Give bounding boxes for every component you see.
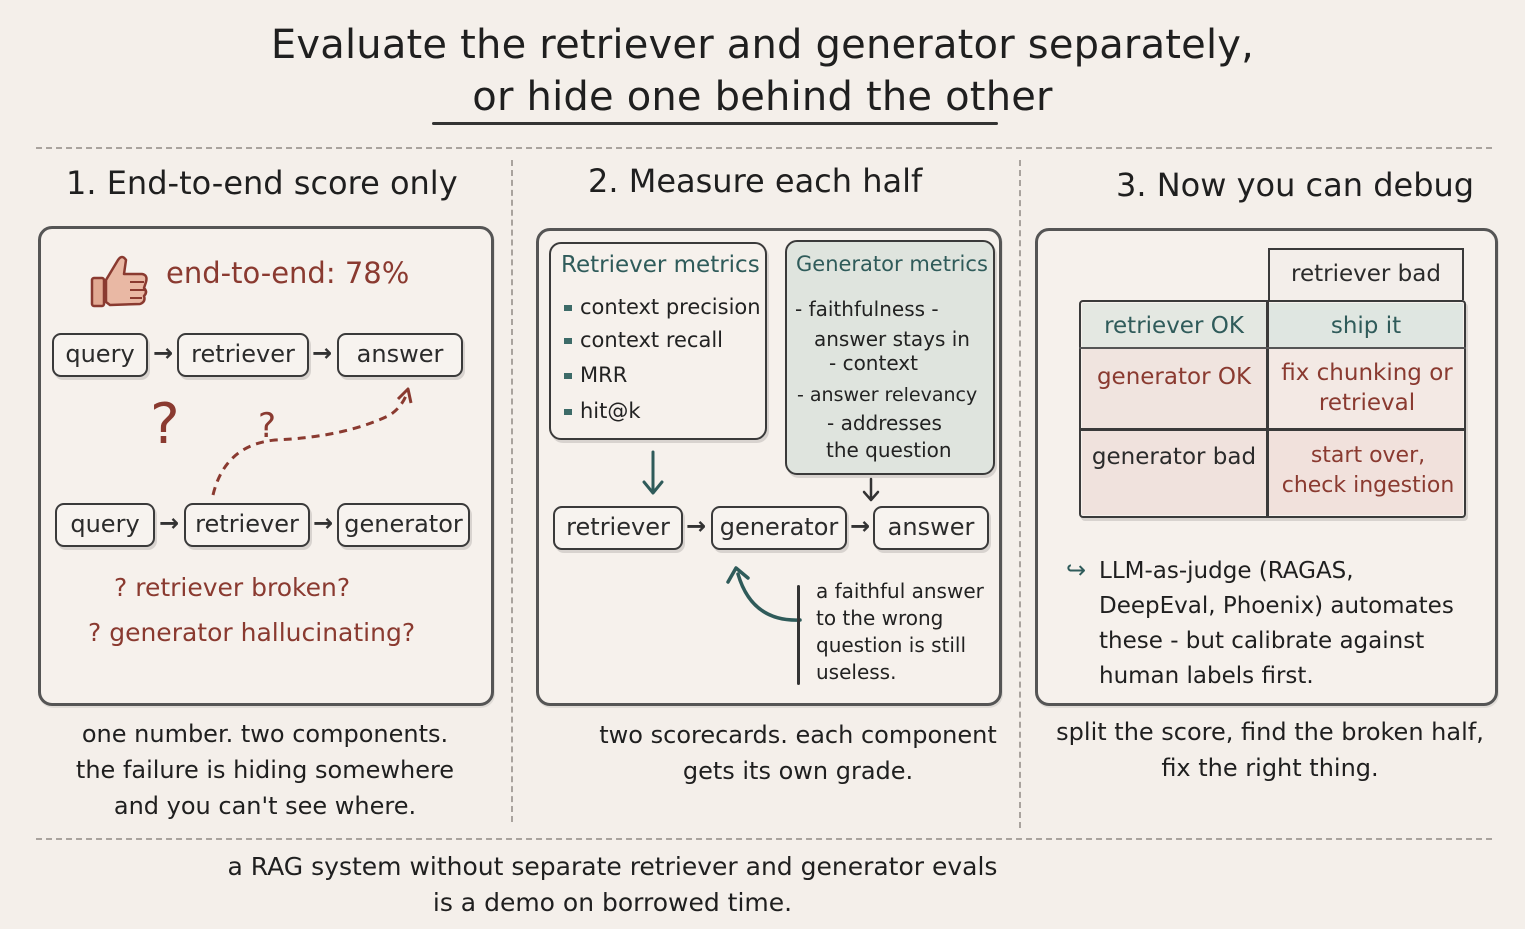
page-title: Evaluate the retriever and generator sep… [270,22,1255,68]
grid-line [1266,300,1269,518]
generator-metric-line: - addresses [827,411,942,435]
bottom-divider [36,838,1492,840]
metric-item: context precision [564,295,761,319]
grid-line [1079,347,1466,349]
grid-line [1079,428,1466,431]
column-3-heading: 3. Now you can debug [1116,166,1475,204]
grid-row-retriever-ok: retriever OK [1104,312,1244,339]
grid-cell-fix: fix chunking or retrieval [1281,360,1453,416]
cell-bg-red [1082,348,1266,428]
grid-cell-start-over: start over, check ingestion [1281,443,1455,498]
cell-bg-teal [1082,303,1266,348]
cell-bg-teal [1269,303,1463,348]
arrow-icon: → [159,509,180,537]
note-bracket [797,585,800,685]
hook-arrow-icon: ↪ [1066,556,1087,584]
column-3-caption: split the score, find the broken half, f… [1056,718,1484,782]
node-generator: generator [711,506,847,550]
question-retriever-broken: ? retriever broken? [114,573,351,602]
retriever-metrics-title: Retriever metrics [561,252,760,278]
question-mark-icon: ? [150,392,180,457]
column-1-heading: 1. End-to-end score only [66,164,458,202]
generator-metric-line: the question [826,438,952,462]
down-arrow-icon [642,450,664,495]
generator-metric-line: - answer relevancy [797,384,978,406]
grid-cell-ship-it: ship it [1330,312,1402,339]
faithful-answer-note: a faithful answer to the wrong question … [816,579,984,684]
grid-header-cell-bg [1268,248,1464,300]
generator-metric-line: - context [829,351,918,375]
node-query-top: query [52,333,148,377]
column-divider-2 [1019,160,1021,828]
question-generator-hallucinating: ? generator hallucinating? [88,618,416,647]
grid-row-generator-ok: generator OK [1096,364,1252,390]
arrow-icon: → [312,339,333,367]
metric-item: MRR [564,363,627,387]
generator-metrics-box [785,240,995,475]
generator-metric-line: - faithfulness - [795,297,939,321]
retriever-metrics-box [549,242,767,440]
node-query-bottom: query [55,503,155,547]
cell-bg-red [1269,348,1463,428]
arrow-icon: → [313,509,334,537]
dashed-curve-arrow [211,387,413,496]
arrow-icon: → [153,339,174,367]
end-to-end-score: end-to-end: 78% [166,256,410,290]
node-answer-top: answer [337,333,463,377]
thumbs-up-icon [90,255,148,308]
debug-grid [1079,300,1466,518]
page-subtitle: or hide one behind the other [472,74,1053,120]
llm-as-judge-note: LLM-as-judge (RAGAS, DeepEval, Phoenix) … [1099,558,1454,689]
cell-bg-red [1082,430,1266,515]
footer-line-2: is a demo on borrowed time. [432,888,793,917]
cell-bg-red [1269,430,1463,515]
generator-metrics-title: Generator metrics [796,252,988,276]
generator-metric-line: answer stays in [814,327,970,351]
column-2-caption: two scorecards. each component gets its … [599,721,997,785]
curved-feedback-arrow [726,566,802,622]
node-generator-bottom: generator [337,503,470,547]
node-retriever-bottom: retriever [184,503,310,547]
metric-item: hit@k [564,399,641,423]
node-answer: answer [873,506,989,550]
footer-line-1: a RAG system without separate retriever … [227,852,998,881]
column-divider-1 [511,160,513,822]
title-underline [432,122,998,125]
node-retriever: retriever [553,506,683,550]
top-divider [36,147,1492,149]
arrow-icon: → [686,512,707,540]
down-arrow-icon [862,477,880,502]
grid-col-header-retriever-bad: retriever bad [1291,261,1441,287]
column-1-caption: one number. two components. the failure … [75,720,455,820]
node-retriever-top: retriever [177,333,309,377]
column-2-heading: 2. Measure each half [588,162,923,200]
arrow-icon: → [850,512,871,540]
metric-item: context recall [564,328,723,352]
question-mark-icon: ? [258,406,277,446]
grid-row-generator-bad: generator bad [1091,444,1257,470]
